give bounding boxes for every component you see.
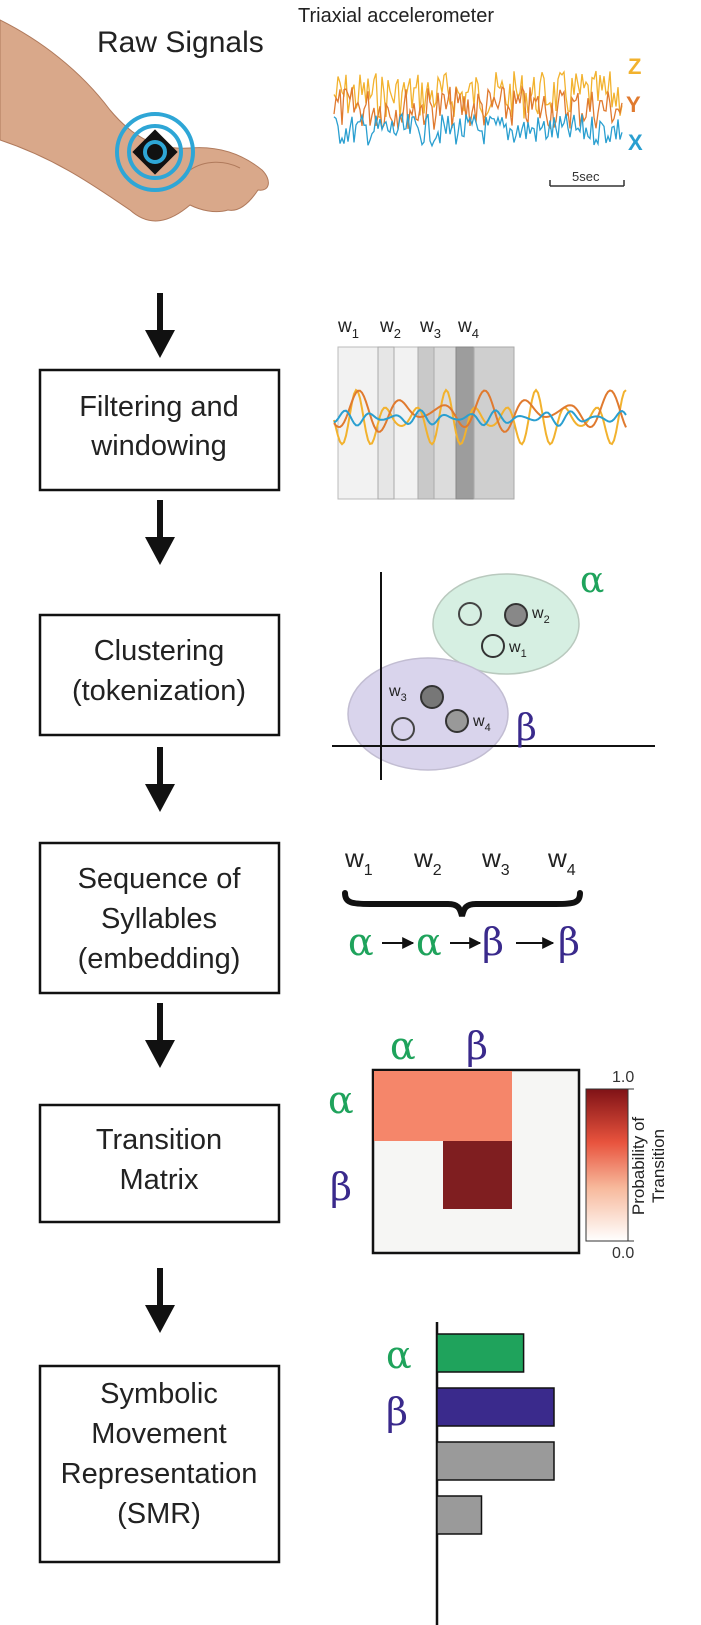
window-labels: w1 w2 w3 w4 [337, 316, 479, 341]
step-label-line: (embedding) [78, 943, 241, 975]
transition-matrix: α β α β 1.0 0.0 Probability of Transitio… [328, 1024, 668, 1262]
raw-signals-title: Raw Signals [97, 26, 264, 59]
step-label-line: Syllables [101, 903, 217, 935]
matrix-col-label: α [390, 1024, 416, 1068]
matrix-col-label: β [466, 1024, 488, 1068]
filtered-z-trace [333, 388, 627, 446]
cluster-point [420, 685, 444, 709]
cluster-beta-region [347, 657, 509, 771]
axis-label-z: Z [628, 54, 641, 79]
colorbar-title: Probability of [629, 1117, 648, 1216]
curly-brace [342, 890, 583, 917]
sequence-symbol: β [482, 920, 504, 964]
cluster-point [458, 602, 482, 626]
cluster-point [445, 709, 469, 733]
smr-bar [436, 1441, 555, 1481]
window-label: w4 [457, 316, 479, 341]
filtered-y-trace [333, 389, 627, 433]
smr-bar [436, 1495, 483, 1535]
arrow-down-icon [145, 747, 175, 812]
window-label: w2 [379, 316, 401, 341]
step-label-line: Representation [61, 1458, 258, 1490]
matrix-cell [443, 1141, 512, 1209]
step-label-line: Matrix [120, 1164, 199, 1196]
arrow-down-icon [145, 500, 175, 565]
raw-signal-traces [333, 70, 623, 148]
colorbar-min-label: 0.0 [612, 1245, 634, 1262]
arrow-down-icon [145, 1268, 175, 1333]
signal-z-trace [333, 70, 623, 119]
step-box-smr: Symbolic Movement Representation (SMR) [38, 1364, 281, 1564]
sequence-symbol: β [558, 920, 580, 964]
step-label-line: Sequence of [78, 863, 242, 895]
window-label: w3 [419, 316, 441, 341]
sequence-symbol: α [416, 920, 442, 964]
scale-bar [549, 180, 625, 187]
matrix-row-label: β [330, 1165, 352, 1209]
sequence-window-label: w1 [344, 843, 373, 879]
sensor-icon [115, 112, 195, 192]
smr-label-beta: β [386, 1390, 408, 1434]
axis-label-x: X [628, 130, 643, 155]
step-label-line: Transition [96, 1124, 222, 1156]
step-label-line: Symbolic [100, 1378, 218, 1410]
scale-bar-label: 5sec [572, 169, 600, 184]
cluster-alpha-region [432, 573, 580, 675]
flow-arrows [145, 293, 175, 1333]
sequence-window-label: w2 [413, 843, 442, 879]
step-label-line: Filtering and [79, 391, 239, 423]
step-box-sequence: Sequence of Syllables (embedding) [38, 841, 281, 995]
sequence-symbol: α [348, 920, 374, 964]
cluster-point [391, 717, 415, 741]
filtered-x-trace [333, 408, 627, 427]
filtered-signal-traces [333, 388, 627, 446]
step-label-line: (tokenization) [72, 675, 246, 707]
step-box-transition: Transition Matrix [38, 1103, 281, 1224]
cluster-beta-symbol: β [516, 708, 537, 749]
step-label-line: (SMR) [117, 1498, 201, 1530]
step-box-clustering: Clustering (tokenization) [38, 613, 281, 737]
step-box-filtering: Filtering and windowing [38, 368, 281, 492]
colorbar-title: Transition [649, 1129, 668, 1203]
sensor-title: Triaxial accelerometer [298, 5, 494, 27]
arm-illustration [0, 19, 269, 222]
smr-bar [436, 1387, 555, 1427]
cluster-alpha-symbol: α [580, 560, 604, 601]
sequence-window-label: w4 [547, 843, 576, 879]
point-label: w1 [508, 639, 527, 660]
cluster-point [504, 603, 528, 627]
colorbar [585, 1088, 629, 1242]
colorbar-max-label: 1.0 [612, 1069, 634, 1086]
matrix-row-label: α [328, 1078, 354, 1122]
window-label: w1 [337, 316, 359, 341]
sequence-window-label: w3 [481, 843, 510, 879]
signal-x-trace [333, 112, 623, 148]
point-label: w2 [531, 605, 550, 626]
point-label: w4 [472, 713, 491, 734]
smr-bar-chart: α β [386, 1322, 555, 1625]
step-label-line: Movement [91, 1418, 226, 1450]
clustering-panel: w2 w1 w3 w4 α β [332, 560, 655, 780]
smr-bar [436, 1333, 525, 1373]
sequence-panel: w1 w2 w3 w4 α α β β [342, 843, 583, 964]
cluster-point [481, 634, 505, 658]
axis-label-y: Y [626, 92, 641, 117]
matrix-cell [374, 1071, 512, 1141]
arrow-down-icon [145, 1003, 175, 1068]
step-label-line: Clustering [94, 635, 225, 667]
smr-label-alpha: α [386, 1333, 412, 1377]
point-label: w3 [388, 683, 407, 704]
arrow-down-icon [145, 293, 175, 358]
step-label-line: windowing [90, 430, 226, 462]
